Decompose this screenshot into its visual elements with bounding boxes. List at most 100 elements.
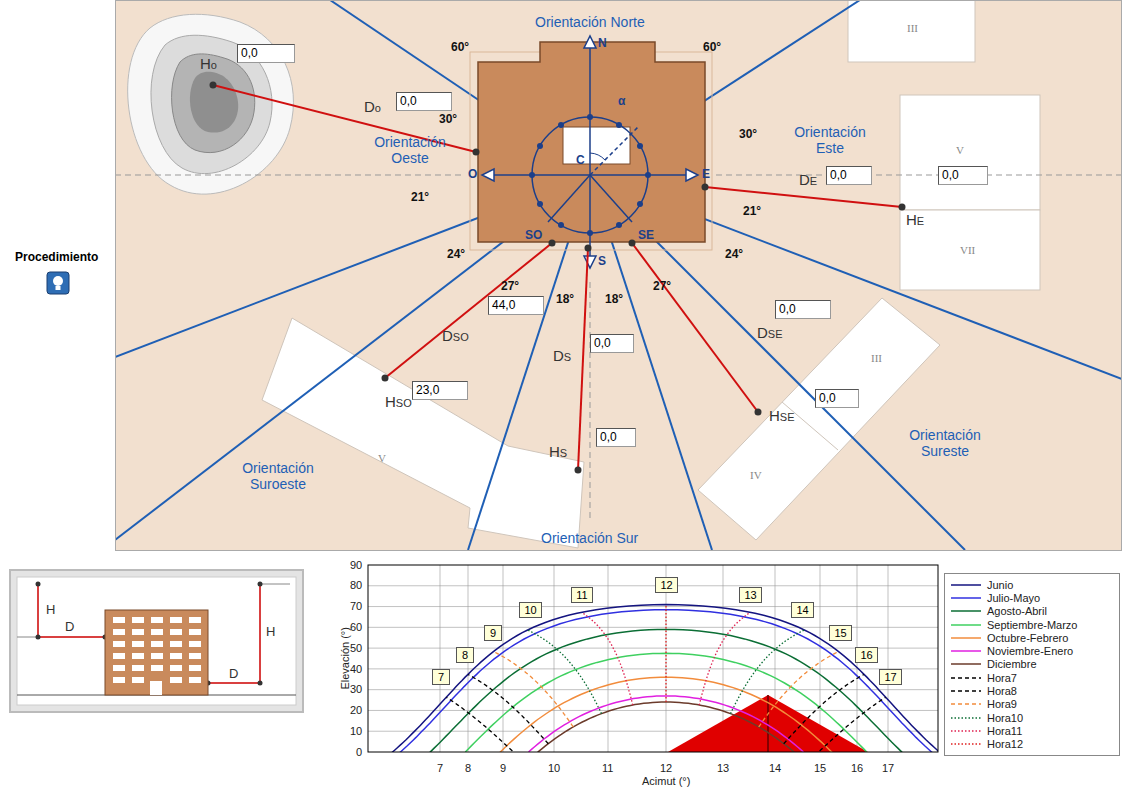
procedure-label: Procedimiento <box>15 251 98 265</box>
dimension-label: HSO <box>385 393 412 410</box>
legend-sample <box>949 606 983 616</box>
legend-sample <box>949 646 983 656</box>
hour-box: 9 <box>484 625 502 641</box>
axis-tick: 30 <box>350 683 362 696</box>
axis-title: Elevación (°) <box>339 627 352 689</box>
angle-label: 60° <box>703 41 721 55</box>
building-floors: III <box>907 22 918 35</box>
compass-letter: N <box>598 37 607 51</box>
input-value: 0,0 <box>400 94 417 108</box>
legend-sample <box>949 673 983 683</box>
building-floors: V <box>378 452 386 465</box>
hour-number: 10 <box>524 604 536 616</box>
input-value: 23,0 <box>416 383 439 397</box>
legend-row: Hora12 <box>949 738 1115 751</box>
dimension-label: DSO <box>442 327 469 344</box>
angle-label: 24° <box>447 248 465 262</box>
axis-tick: 0 <box>356 746 362 759</box>
input-box: 0,0 <box>815 389 859 408</box>
hour-box: 16 <box>855 647 878 663</box>
hour-number: 7 <box>438 671 444 683</box>
dimension-label: HS <box>549 443 567 460</box>
hour-box: 17 <box>879 669 902 685</box>
legend-sample <box>949 659 983 669</box>
legend-text: Hora11 <box>987 725 1022 737</box>
legend-sample <box>949 620 983 630</box>
input-value: 44,0 <box>492 298 515 312</box>
compass-letter: SO <box>525 229 542 243</box>
input-box: 0,0 <box>826 166 872 185</box>
input-box: 0,0 <box>596 428 636 447</box>
solar-chart <box>368 565 940 754</box>
axis-tick: 14 <box>769 762 781 775</box>
axis-tick: 15 <box>814 762 826 775</box>
legend-text: Octubre-Febrero <box>987 632 1068 644</box>
hour-box: 13 <box>739 587 762 603</box>
hour-box: 8 <box>456 647 474 663</box>
legend-row: Hora9 <box>949 698 1115 711</box>
angle-label: 30° <box>439 113 457 127</box>
compass-letter: O <box>468 168 477 182</box>
compass-letter: E <box>702 168 710 182</box>
legend-text: Septiembre-Marzo <box>987 619 1077 631</box>
legend-text: Hora10 <box>987 712 1023 724</box>
compass-letter: C <box>576 154 585 168</box>
hour-number: 9 <box>490 627 496 639</box>
legend-row: Hora11 <box>949 724 1115 737</box>
legend-text: Hora8 <box>987 685 1017 697</box>
hour-box: 15 <box>829 625 852 641</box>
legend-row: Junio <box>949 578 1115 591</box>
legend-text: Hora12 <box>987 738 1023 750</box>
axis-tick: 13 <box>717 762 729 775</box>
legend-row: Hora7 <box>949 671 1115 684</box>
compass-letter: α <box>618 95 625 109</box>
inset-sketch <box>10 570 303 712</box>
dimension-label: HE <box>906 211 924 228</box>
legend-row: Agosto-Abril <box>949 605 1115 618</box>
axis-tick: 12 <box>660 762 672 775</box>
input-box: 0,0 <box>396 92 452 111</box>
legend-row: Octubre-Febrero <box>949 631 1115 644</box>
input-box: 0,0 <box>237 44 295 63</box>
orientation-label: Orientación Sur <box>541 530 638 546</box>
legend-sample <box>949 633 983 643</box>
legend-row: Hora8 <box>949 684 1115 697</box>
axis-tick: 8 <box>465 762 471 775</box>
legend-text: Diciembre <box>987 658 1037 670</box>
angle-label: 27° <box>653 280 671 294</box>
axis-tick: 50 <box>350 642 362 655</box>
inset-label: D <box>65 620 74 635</box>
dimension-label: HSE <box>769 407 795 424</box>
axis-tick: 17 <box>882 762 894 775</box>
orientation-label: Orientación Suroeste <box>232 460 324 492</box>
axis-tick: 70 <box>350 600 362 613</box>
hour-number: 11 <box>576 589 587 601</box>
hour-number: 15 <box>834 627 846 639</box>
axis-tick: 10 <box>350 725 362 738</box>
input-box: 0,0 <box>775 300 831 319</box>
legend-sample <box>949 739 983 749</box>
angle-label: 60° <box>451 41 469 55</box>
input-box: 0,0 <box>938 166 988 185</box>
legend-sample <box>949 699 983 709</box>
axis-tick: 7 <box>437 762 443 775</box>
legend-text: Noviembre-Enero <box>987 645 1073 657</box>
axis-tick: 80 <box>350 579 362 592</box>
dimension-label: Ho <box>200 55 217 72</box>
angle-label: 24° <box>725 248 743 262</box>
orientation-label: Orientación Sureste <box>899 427 991 459</box>
legend-row: Diciembre <box>949 658 1115 671</box>
axis-tick: 20 <box>350 704 362 717</box>
angle-label: 21° <box>411 191 429 205</box>
legend-row: Septiembre-Marzo <box>949 618 1115 631</box>
inset-label: H <box>46 603 55 618</box>
input-box: 23,0 <box>412 381 468 400</box>
hour-box: 7 <box>432 669 450 685</box>
legend-row: Noviembre-Enero <box>949 644 1115 657</box>
legend-sample <box>949 580 983 590</box>
input-value: 0,0 <box>819 391 836 405</box>
input-value: 0,0 <box>594 336 611 350</box>
input-value: 0,0 <box>942 168 959 182</box>
legend-text: Agosto-Abril <box>987 605 1047 617</box>
hour-box: 10 <box>519 602 542 618</box>
